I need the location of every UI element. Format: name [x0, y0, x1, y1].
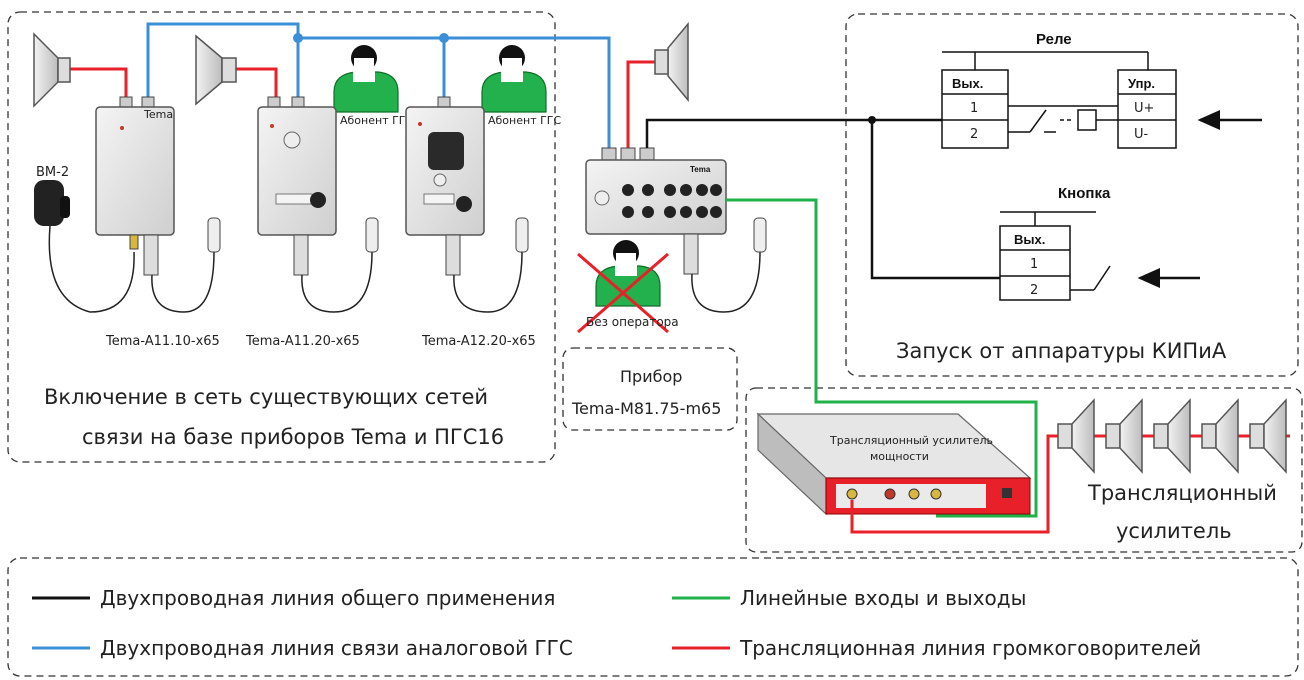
no-operator-label: Без оператора	[586, 315, 679, 329]
amplifier-frame	[745, 387, 1303, 553]
amplifier-label-line2: усилитель	[1116, 519, 1232, 543]
button-block	[999, 225, 1071, 301]
no-operator-icon	[577, 240, 669, 334]
speaker-icon	[1105, 398, 1143, 474]
speaker-icon	[1057, 398, 1095, 474]
device-caption-frame	[562, 347, 738, 431]
existing-network-line2: связи на базе приборов Tema и ПГС16	[82, 425, 504, 449]
relay-contact-icon	[1008, 109, 1118, 133]
green-line	[726, 198, 1038, 518]
relay-out-label: Вых.	[952, 76, 983, 91]
relay-u-plus: U+	[1134, 101, 1154, 116]
button-pin2: 2	[1030, 283, 1038, 298]
speaker-icon	[1201, 398, 1239, 474]
legend-label: Линейные входы и выходы	[740, 586, 1026, 610]
speaker-icon	[654, 21, 689, 103]
device1-label: Tema-A11.10-x65	[105, 334, 220, 349]
connector-icon	[515, 217, 529, 253]
subscriber-label: Абонент ГГС	[488, 114, 562, 127]
cable	[301, 251, 373, 313]
svg-text:Tema: Tema	[143, 108, 173, 121]
device2-label: Tema-A11.20-x65	[245, 334, 360, 349]
button-pin1: 1	[1030, 257, 1038, 272]
device-tema-a11-20	[257, 96, 337, 276]
speaker-icon	[1249, 398, 1287, 474]
connector-icon	[207, 217, 221, 253]
amplifier-device-line1: Трансляционный усилитель	[829, 434, 993, 447]
amplifier-device-line2: мощности	[870, 450, 929, 463]
existing-network-line1: Включение в сеть существующих сетей	[44, 385, 488, 409]
connector-icon	[753, 217, 767, 253]
relay-ctrl-label: Упр.	[1128, 76, 1155, 91]
relay-u-minus: U-	[1134, 127, 1149, 142]
kip-frame	[845, 13, 1299, 377]
red-speaker-line	[70, 60, 655, 148]
kip-label: Запуск от аппаратуры КИПиА	[896, 339, 1227, 363]
cable	[453, 251, 523, 313]
amplifier-device	[756, 412, 1032, 516]
microphone-icon	[34, 180, 70, 226]
relay-pin2: 2	[970, 127, 978, 142]
speaker-icon	[33, 32, 71, 108]
legend-label: Двухпроводная линия общего применения	[100, 586, 555, 610]
junction-dot	[868, 116, 876, 124]
existing-network-frame	[7, 11, 556, 463]
amplifier-label-line1: Трансляционный	[1087, 481, 1277, 505]
blue-junction	[439, 33, 449, 43]
device-caption-line2: Tema-M81.75-m65	[571, 399, 721, 418]
legend-label: Трансляционная линия громкоговорителей	[739, 636, 1201, 660]
relay-block	[941, 69, 1177, 149]
button-contact-icon	[1070, 265, 1111, 291]
blue-ggs-line	[146, 22, 611, 148]
mic-cable	[48, 225, 135, 313]
microphone-label: ВМ-2	[36, 165, 69, 180]
device3-label: Tema-A12.20-x65	[421, 334, 536, 349]
subscriber-avatar-icon	[481, 45, 547, 113]
svg-text:Tema: Tema	[690, 165, 711, 174]
legend: Двухпроводная линия общего применения Ли…	[32, 586, 1201, 660]
relay-title: Реле	[1036, 31, 1072, 48]
connector-icon	[365, 217, 379, 253]
blue-junction	[293, 33, 303, 43]
device-tema-a12-20	[405, 96, 485, 276]
control-panel-device: Tema	[585, 147, 727, 275]
button-out-label: Вых.	[1014, 232, 1045, 247]
device-caption-line1: Прибор	[620, 367, 682, 386]
relay-pin1: 1	[970, 101, 978, 116]
black-general-line	[645, 118, 1000, 280]
legend-label: Двухпроводная линия связи аналоговой ГГС	[100, 636, 573, 660]
legend-frame	[7, 557, 1299, 677]
cable	[151, 251, 215, 313]
cable	[691, 251, 761, 313]
speaker-icon	[1153, 398, 1191, 474]
subscriber-label: Абонент ГГС	[340, 114, 414, 127]
subscriber-avatar-icon	[333, 45, 399, 113]
device-tema-a11-10: Tema	[95, 96, 175, 276]
speaker-icon	[195, 34, 237, 106]
button-title: Кнопка	[1058, 185, 1111, 202]
